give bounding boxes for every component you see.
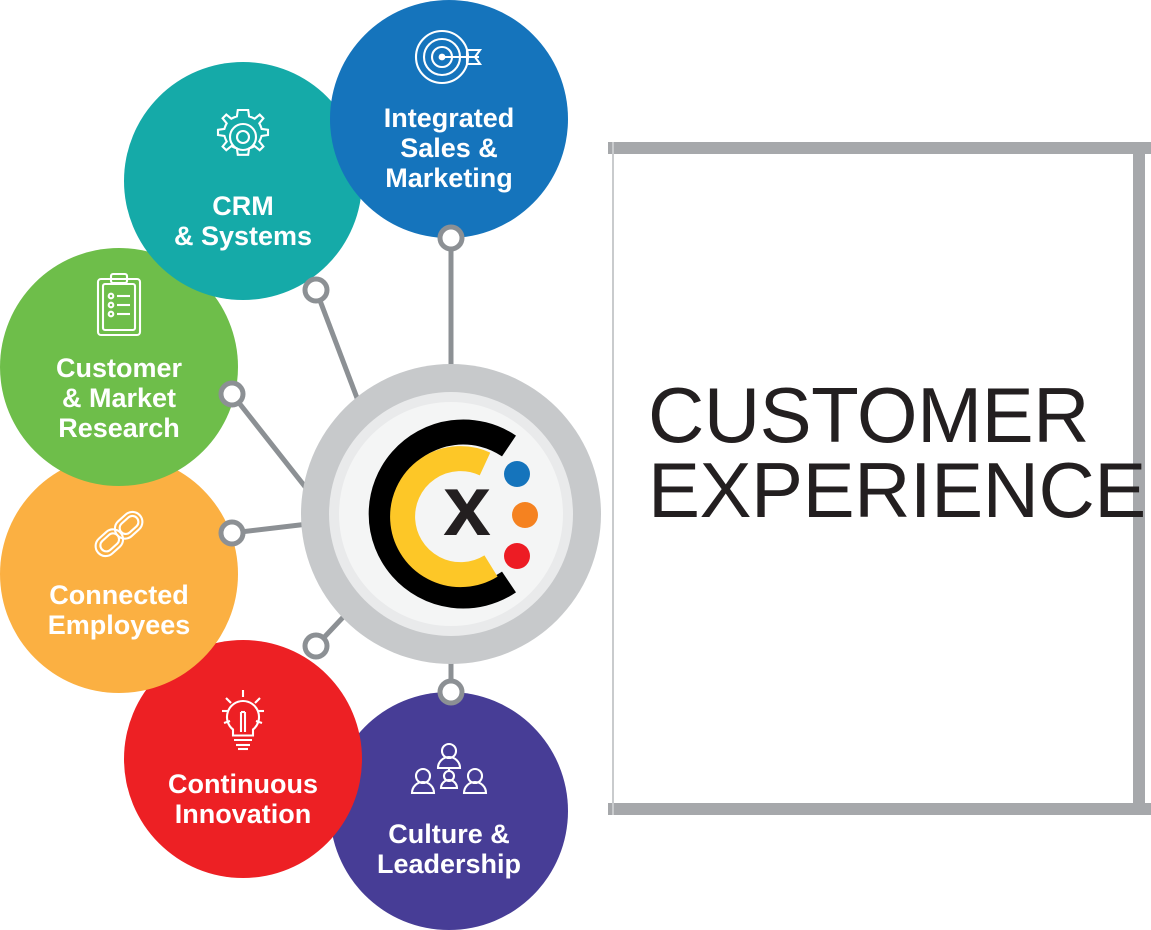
connector-node-crm-systems [302, 276, 330, 304]
node-label-culture-leadership: Culture & Leadership [376, 819, 522, 880]
cx-logo-dot-blue [504, 461, 530, 487]
node-label-connected-employees: Connected Employees [47, 580, 191, 641]
node-crm-systems[interactable]: CRM & Systems [124, 62, 362, 300]
cx-logo-dot-red [504, 543, 530, 569]
frame-right-border [1133, 142, 1145, 815]
cx-logo-hub: x [301, 364, 601, 664]
page-title-line-2: EXPERIENCE [648, 445, 1146, 534]
team-org-icon [410, 742, 488, 809]
gear-icon [208, 106, 278, 181]
page-title: CUSTOMER EXPERIENCE [648, 371, 1146, 534]
clipboard-checklist-icon [94, 272, 144, 343]
frame-top-border [608, 142, 1151, 154]
node-label-customer-market-research: Customer & Market Research [55, 353, 183, 444]
cx-logo-letter: x [443, 458, 491, 554]
cx-logo-dot-orange [512, 502, 538, 528]
node-connected-employees[interactable]: Connected Employees [0, 455, 238, 693]
node-integrated-sales-marketing[interactable]: Integrated Sales & Marketing [330, 0, 568, 238]
node-label-crm-systems: CRM & Systems [173, 191, 313, 252]
target-arrow-icon [409, 26, 489, 93]
cx-logo: x [368, 419, 538, 609]
node-label-continuous-innovation: Continuous Innovation [168, 769, 318, 830]
node-label-integrated-sales-marketing: Integrated Sales & Marketing [383, 103, 515, 194]
page-title-line-1: CUSTOMER [648, 371, 1089, 459]
frame-bottom-border [608, 803, 1151, 815]
lightbulb-icon [207, 688, 279, 759]
frame-left-border [612, 142, 614, 815]
node-culture-leadership[interactable]: Culture & Leadership [330, 692, 568, 930]
chain-link-icon [85, 503, 153, 570]
